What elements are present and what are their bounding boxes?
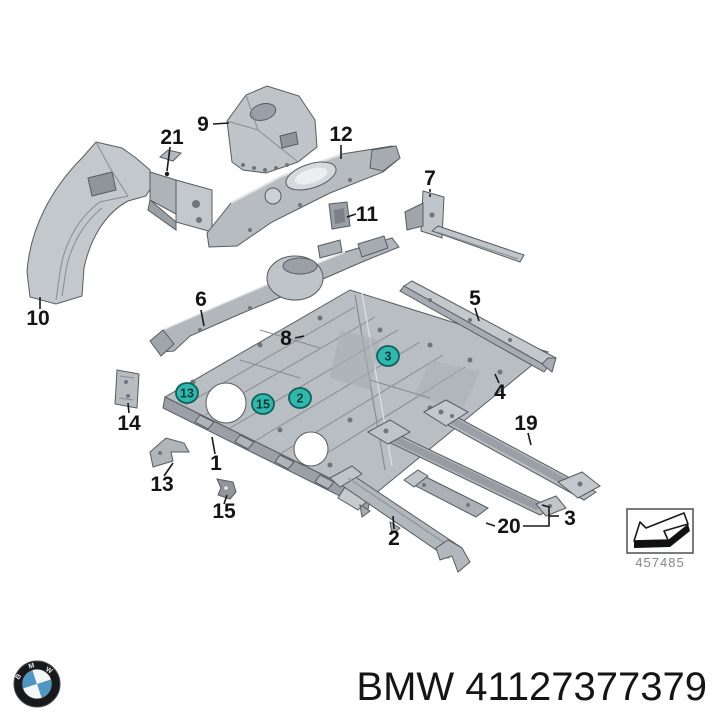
direction-arrow-icon [633, 512, 690, 548]
callout-10[interactable]: 10 [26, 307, 49, 330]
svg-text:3: 3 [385, 350, 392, 364]
thumbnail-code: 457485 [635, 555, 684, 570]
callout-15[interactable]: 15 [212, 500, 236, 523]
part-bracket-11 [328, 201, 351, 230]
thumbnail-box[interactable]: 457485 [626, 508, 694, 570]
part-rail-5 [399, 280, 557, 373]
part-bracket-13 [149, 437, 190, 468]
part-cross-beam-12 [206, 145, 401, 248]
callout-3[interactable]: 3 [564, 507, 576, 530]
marker-15[interactable]: 15 [251, 393, 275, 415]
svg-text:15: 15 [256, 398, 270, 412]
part-rail-middle [366, 419, 567, 517]
part-clip-21 [158, 149, 182, 162]
callout-7[interactable]: 7 [424, 167, 436, 190]
part-wheel-arch-housing [26, 141, 213, 305]
part-rail-20 [403, 469, 489, 518]
callout-4[interactable]: 4 [494, 381, 506, 404]
marker-3[interactable]: 3 [376, 345, 400, 367]
part-side-member-6 [149, 235, 400, 357]
marker-13[interactable]: 13 [175, 382, 199, 404]
bmw-logo: B M W [13, 660, 61, 708]
callout-20[interactable]: 20 [497, 515, 520, 538]
svg-text:2: 2 [297, 392, 304, 406]
svg-text:13: 13 [180, 387, 194, 401]
circled-markers: 13 15 2 3 [175, 345, 400, 415]
part-number-text: BMW 41127377379 [356, 665, 707, 709]
callout-1[interactable]: 1 [210, 452, 222, 475]
part-bracket-9 [226, 85, 318, 174]
callouts: 21 9 12 7 11 10 6 8 5 4 14 13 1 15 19 2 … [26, 113, 576, 550]
part-bracket-15 [216, 478, 237, 500]
part-plate-14 [114, 369, 140, 409]
marker-2[interactable]: 2 [288, 387, 312, 409]
logo-letter-b: B [15, 673, 24, 681]
callout-8[interactable]: 8 [280, 327, 292, 350]
callout-12[interactable]: 12 [329, 123, 352, 146]
callout-9[interactable]: 9 [197, 113, 209, 136]
logo-letter-m: M [28, 662, 36, 670]
callout-21[interactable]: 21 [160, 126, 184, 149]
callout-11[interactable]: 11 [356, 203, 379, 226]
callout-19[interactable]: 19 [514, 412, 537, 435]
logo-letter-w: W [44, 666, 54, 676]
callout-14[interactable]: 14 [117, 412, 141, 435]
part-rail-2 [329, 465, 471, 573]
callout-13[interactable]: 13 [150, 473, 173, 496]
part-rail-upper [431, 225, 525, 263]
leader-lines [39, 122, 559, 530]
callout-2[interactable]: 2 [388, 527, 400, 550]
part-floor-panel [162, 289, 550, 511]
part-rail-19 [423, 399, 601, 501]
callout-5[interactable]: 5 [469, 287, 481, 310]
callout-6[interactable]: 6 [195, 288, 207, 311]
